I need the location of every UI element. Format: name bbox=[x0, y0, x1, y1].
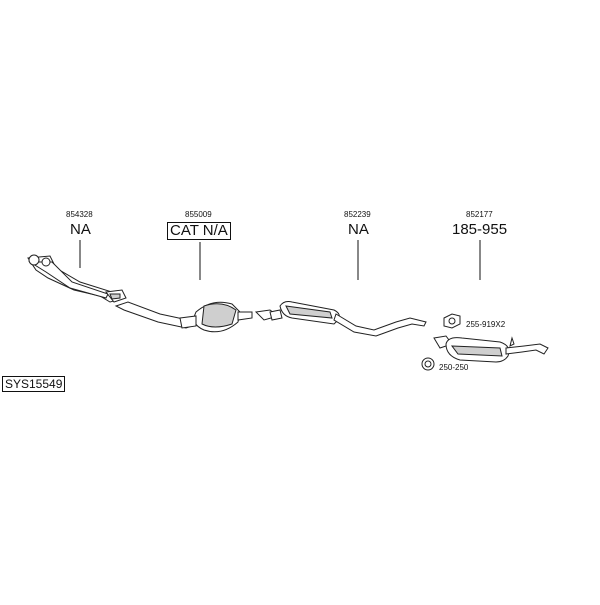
rear-silencer-part bbox=[433, 335, 549, 363]
rubber-mounting-icon bbox=[443, 313, 461, 329]
accessory-label-mounting: 255-919X2 bbox=[466, 320, 506, 329]
part-label-catalyst: CAT N/A bbox=[167, 222, 231, 240]
part-label-rear-silencer: 185-955 bbox=[452, 221, 508, 238]
part-ref-catalyst: 855009 bbox=[185, 210, 212, 219]
part-ref-centre-silencer: 852239 bbox=[344, 210, 371, 219]
clamp-icon bbox=[421, 357, 435, 371]
part-ref-front-pipe: 854328 bbox=[66, 210, 93, 219]
centre-silencer-part bbox=[254, 301, 427, 337]
accessory-label-clamp: 250-250 bbox=[439, 363, 469, 372]
system-code: SYS15549 bbox=[2, 376, 66, 392]
front-pipe-part bbox=[27, 254, 127, 303]
part-label-centre-silencer: NA bbox=[348, 221, 369, 238]
catalyst-part bbox=[114, 301, 253, 333]
part-label-front-pipe: NA bbox=[70, 221, 91, 238]
part-ref-rear-silencer: 852177 bbox=[466, 210, 493, 219]
